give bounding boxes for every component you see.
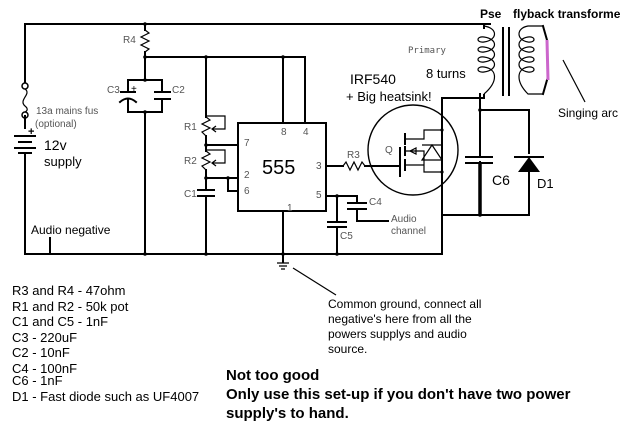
parts-list-item: C2 - 10nF: [12, 345, 70, 361]
c6-label: C6: [492, 172, 510, 188]
capacitor-c5-icon: [327, 221, 347, 228]
pin-4-label: 4: [303, 127, 309, 138]
parts-list-item: R3 and R4 - 47ohm: [12, 283, 126, 298]
audio-negative-label: Audio negative: [31, 223, 111, 237]
supply-voltage-label: 12v: [44, 137, 67, 153]
ground-note-line: negative's here from all the: [328, 312, 472, 326]
wire-c4: [356, 195, 389, 222]
r4-label: R4: [123, 35, 136, 46]
audio-channel-label-1: Audio: [391, 214, 417, 225]
mosfet-q-label: Q: [385, 145, 393, 156]
parts-list: R3 and R4 - 47ohm R1 and R2 - 50k pot C1…: [12, 283, 199, 404]
wire-r2-c1: [205, 169, 239, 192]
wire-drain: [441, 94, 485, 255]
c5-label: C5: [340, 231, 353, 242]
warning-text: Not too good Only use this set-up if you…: [226, 366, 570, 423]
ground-note-line: source.: [328, 342, 368, 356]
c2-label: C2: [172, 85, 185, 96]
pin-8-label: 8: [281, 127, 287, 138]
c4-label: C4: [369, 197, 382, 208]
d1-label: D1: [537, 176, 554, 191]
primary-coil-icon: [477, 25, 496, 95]
parts-list-item: D1 - Fast diode such as UF4007: [12, 388, 200, 404]
c3-plus-sign: +: [131, 84, 137, 95]
wire-r1-r2: [205, 135, 239, 152]
ic-555-label: 555: [262, 157, 295, 179]
mosfet-q-icon: [367, 104, 459, 196]
parts-list-item: C1 and C5 - 1nF: [12, 314, 109, 330]
battery-icon: [14, 135, 36, 154]
r3-label: R3: [347, 150, 360, 161]
r1-label: R1: [184, 122, 197, 133]
ground-note-line: powers supplys and audio: [328, 327, 467, 341]
ground-note: Common ground, connect all negative's he…: [328, 297, 481, 357]
supply-plus-sign: +: [28, 126, 34, 138]
r2-wiper: [206, 149, 226, 167]
c1-label: C1: [184, 189, 197, 200]
wire-vcc-555: [144, 56, 306, 124]
ground-note-pointer: [292, 267, 337, 296]
resistor-r4-icon: [139, 29, 151, 53]
mosfet-internal: [394, 128, 444, 177]
parts-list-item: R1 and R2 - 50k pot: [12, 298, 129, 314]
warning-title: Not too good: [226, 367, 320, 384]
primary-label: Primary: [408, 46, 447, 56]
r1-wiper: [206, 115, 226, 133]
singing-arc-icon: [545, 39, 550, 81]
warning-line: supply's to hand.: [226, 405, 349, 422]
parts-list-item: C4 - 100nF: [12, 360, 78, 376]
pin-5-label: 5: [316, 190, 322, 201]
capacitor-c6-icon: [465, 156, 493, 215]
parts-list-item: C6 - 1nF: [12, 372, 63, 388]
wire-c6-d1: [441, 93, 530, 216]
flyback-label: flyback transformer: [513, 7, 620, 21]
pin-7-label: 7: [244, 138, 250, 149]
turns-label: 8 turns: [426, 66, 466, 81]
transformer-core-icon: [502, 27, 510, 96]
supply-label: supply: [44, 154, 82, 169]
fuse-note: (optional): [35, 119, 77, 130]
pin-1-label: 1: [287, 203, 293, 214]
secondary-terminals: [541, 24, 549, 96]
r2-label: R2: [184, 156, 197, 167]
singing-arc-label: Singing arc: [558, 106, 618, 120]
fuse-label: 13a mains fus: [36, 106, 98, 117]
warning-line: Only use this set-up if you don't have t…: [226, 386, 571, 403]
arc-pointer: [562, 59, 586, 103]
audio-channel-label-2: channel: [391, 226, 426, 237]
potentiometer-r2-icon: [200, 150, 212, 171]
capacitor-c4-icon: [347, 202, 367, 210]
secondary-coil-icon: [518, 25, 543, 95]
parts-list-item: C3 - 220uF: [12, 329, 78, 345]
ground-icon: [277, 253, 289, 270]
pin-6-label: 6: [244, 186, 250, 197]
fuse-icon: [21, 82, 29, 119]
diode-d1-icon: [514, 156, 544, 172]
capacitor-c3-icon: [118, 91, 138, 104]
pse-label: Pse: [480, 7, 502, 21]
ground-note-line: Common ground, connect all: [328, 297, 482, 311]
wire-pin5: [325, 195, 358, 255]
mosfet-note-label: + Big heatsink!: [346, 89, 432, 104]
potentiometer-r1-icon: [200, 116, 212, 137]
pin-2-label: 2: [244, 170, 250, 181]
c3-label: C3: [107, 85, 120, 96]
pin-3-label: 3: [316, 161, 322, 172]
resistor-r3-icon: [342, 160, 366, 172]
capacitor-c2-icon: [154, 91, 171, 100]
mosfet-name-label: IRF540: [350, 71, 396, 87]
